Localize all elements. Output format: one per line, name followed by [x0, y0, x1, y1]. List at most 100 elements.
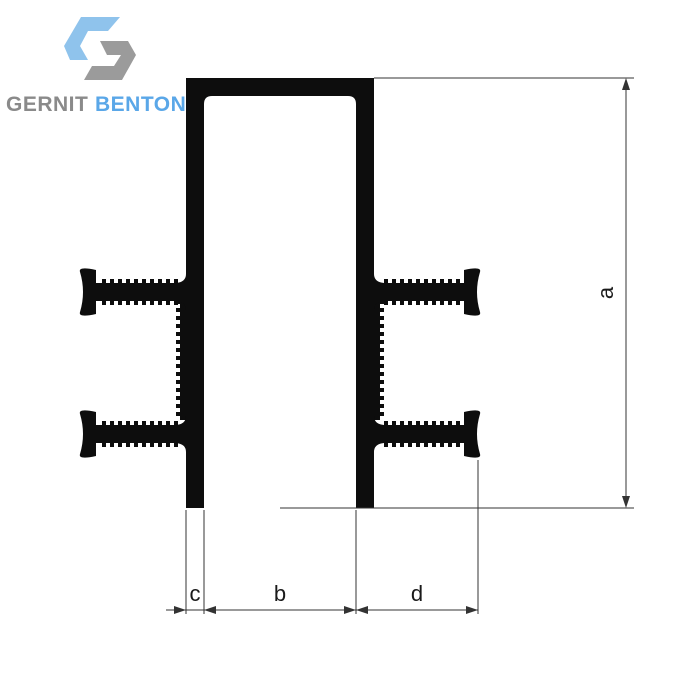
right-seam-rib: [379, 324, 384, 328]
logo-mark-icon: [64, 17, 136, 80]
left-seam-rib: [176, 340, 181, 344]
right-anchor-rib: [432, 442, 436, 447]
left-anchor-rib: [150, 421, 154, 426]
right-anchor-rib: [456, 300, 460, 305]
arrow-d-right: [466, 606, 478, 614]
left-seam-rib: [176, 388, 181, 392]
right-seam-rib: [379, 364, 384, 368]
right-anchor-rib: [432, 279, 436, 284]
right-anchor-rib: [424, 442, 428, 447]
left-anchor-rib: [102, 300, 106, 305]
logo-word-bentonit: BENTONIT: [95, 93, 206, 116]
left-anchor-rib: [102, 279, 106, 284]
left-anchor-rib: [110, 421, 114, 426]
right-seam-rib: [379, 372, 384, 376]
right-anchor-rib: [400, 442, 404, 447]
left-seam-rib: [176, 332, 181, 336]
left-seam-rib: [176, 364, 181, 368]
left-anchor-rib: [134, 421, 138, 426]
left-anchor-rib: [158, 442, 162, 447]
right-anchor-rib: [400, 421, 404, 426]
right-anchor-rib: [392, 442, 396, 447]
left-rib-strip: [180, 296, 188, 420]
left-anchor-rib: [174, 442, 178, 447]
right-anchor-rib: [432, 300, 436, 305]
brand-logo: GERNIT BENTONIT: [6, 17, 206, 116]
right-seam-rib: [379, 308, 384, 312]
right-seam-rib: [379, 412, 384, 416]
left-anchor-rib: [150, 300, 154, 305]
left-seam-rib: [176, 372, 181, 376]
dim-label-c: c: [190, 581, 201, 606]
right-anchor-upper: [374, 268, 481, 316]
left-anchor-rib: [142, 442, 146, 447]
arrow-b-right: [344, 606, 356, 614]
logo-mark-gray: [84, 41, 136, 80]
left-seam-rib: [176, 404, 181, 408]
right-anchor-rib: [440, 279, 444, 284]
left-anchor-rib: [102, 442, 106, 447]
right-anchor-rib: [384, 421, 388, 426]
right-rib-strip: [372, 296, 380, 420]
left-anchor-rib: [110, 279, 114, 284]
right-seam-rib: [379, 356, 384, 360]
left-anchor-rib: [134, 279, 138, 284]
right-seam-rib: [379, 388, 384, 392]
waterstop-profile: [79, 78, 481, 508]
right-anchor-rib: [448, 279, 452, 284]
right-anchor-rib: [408, 421, 412, 426]
left-seam-rib: [176, 308, 181, 312]
right-anchor-rib: [384, 300, 388, 305]
left-anchor-rib: [110, 442, 114, 447]
left-anchor-rib: [158, 421, 162, 426]
left-anchor-rib: [158, 300, 162, 305]
right-anchor-rib: [416, 442, 420, 447]
left-anchor-rib: [142, 279, 146, 284]
right-anchor-rib: [440, 442, 444, 447]
right-anchor-rib: [456, 421, 460, 426]
left-anchor-rib: [174, 279, 178, 284]
right-anchor-rib: [416, 421, 420, 426]
right-anchor-rib: [384, 279, 388, 284]
left-anchor-rib: [150, 279, 154, 284]
left-anchor-rib: [150, 442, 154, 447]
left-anchor-rib: [166, 421, 170, 426]
left-anchor-rib: [110, 300, 114, 305]
right-anchor-rib: [424, 279, 428, 284]
left-anchor-rib: [166, 442, 170, 447]
logo-word-gernit: GERNIT: [6, 93, 88, 116]
right-anchor-rib: [440, 300, 444, 305]
left-anchor-rib: [126, 442, 130, 447]
right-anchor-rib: [440, 421, 444, 426]
dim-label-b: b: [274, 581, 286, 606]
right-seam-rib: [379, 332, 384, 336]
left-anchor-rib: [166, 279, 170, 284]
dim-label-d: d: [411, 581, 423, 606]
right-seam-rib: [379, 404, 384, 408]
right-anchor-rib: [456, 442, 460, 447]
right-seam-rib: [379, 340, 384, 344]
right-anchor-rib: [416, 300, 420, 305]
right-anchor-rib: [448, 442, 452, 447]
left-anchor-rib: [118, 300, 122, 305]
right-anchor-rib: [408, 300, 412, 305]
left-anchor-rib: [134, 300, 138, 305]
arrow-c-right: [174, 606, 186, 614]
right-anchor-rib: [392, 300, 396, 305]
right-anchor-rib: [392, 421, 396, 426]
left-anchor-rib: [118, 442, 122, 447]
left-anchor-rib: [142, 421, 146, 426]
logo-mark-blue: [64, 17, 120, 60]
right-anchor-rib: [432, 421, 436, 426]
left-anchor-rib: [102, 421, 106, 426]
left-anchor-rib: [166, 300, 170, 305]
left-anchor-rib: [158, 279, 162, 284]
left-anchor-rib: [126, 300, 130, 305]
right-anchor-rib: [456, 279, 460, 284]
left-seam-rib: [176, 412, 181, 416]
dimension-arrows: [174, 78, 630, 614]
right-anchor-rib: [448, 421, 452, 426]
anchor-ribs: [102, 279, 460, 447]
right-anchor-rib: [392, 279, 396, 284]
